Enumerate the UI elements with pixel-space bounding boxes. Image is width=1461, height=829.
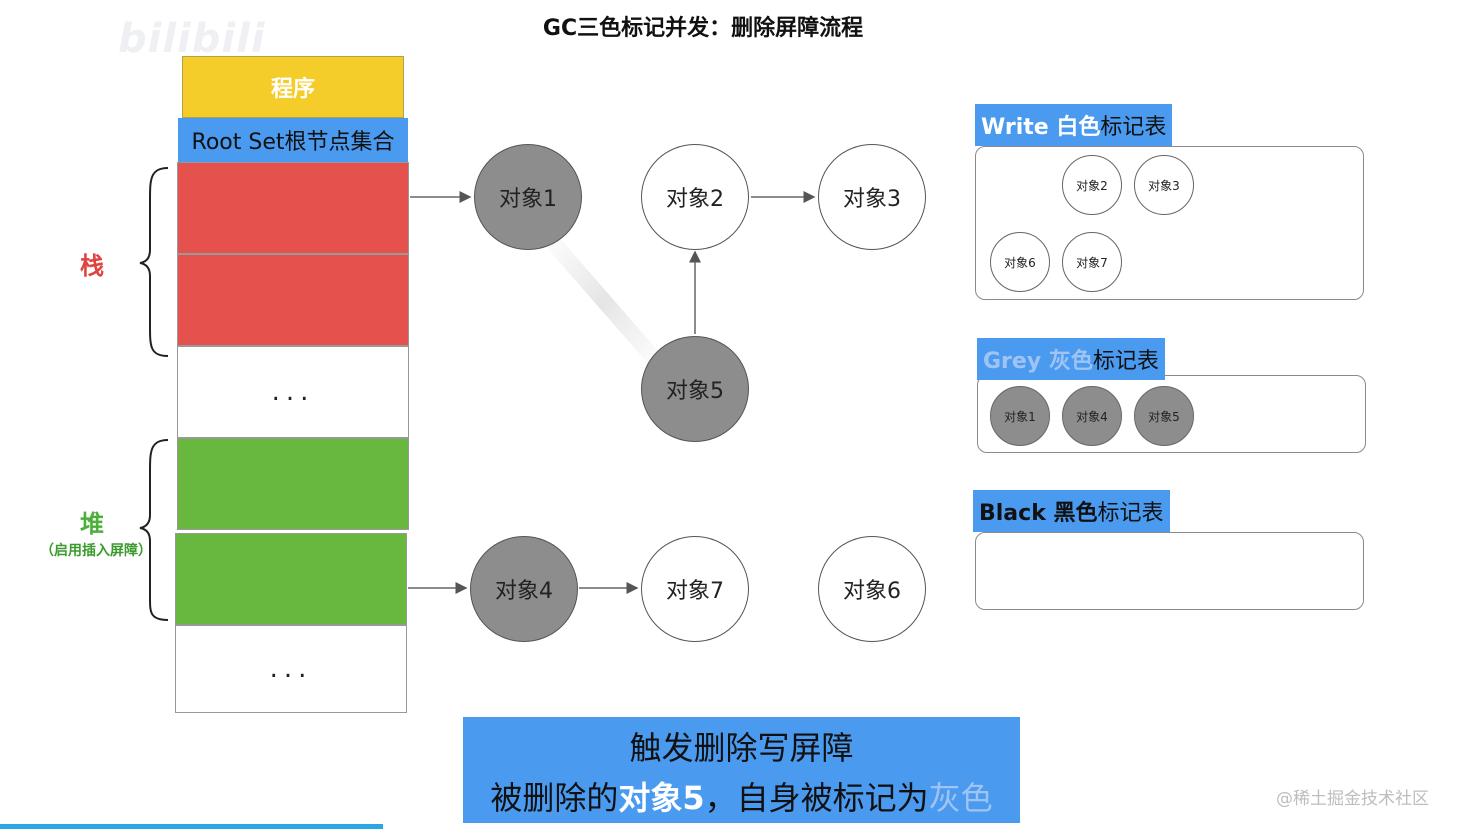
node-object3: 对象3 — [818, 144, 926, 250]
grey-table-label-en: Grey 灰色 — [983, 349, 1093, 374]
heap-cell-ellipsis: ... — [175, 625, 407, 713]
white-item: 对象2 — [1062, 155, 1122, 215]
stack-brace — [139, 167, 169, 357]
white-table-label-en: Write 白色 — [981, 115, 1101, 140]
heap-cell-2 — [175, 533, 407, 625]
grey-table-label: Grey 灰色标记表 — [977, 338, 1165, 380]
stack-label: 栈 — [80, 252, 104, 280]
rootset-label: Root Set根节点集合 — [178, 118, 408, 162]
caption-line2-color: 灰色 — [928, 779, 993, 817]
node-object5: 对象5 — [641, 336, 749, 442]
white-item: 对象7 — [1062, 232, 1122, 292]
caption-line2: 被删除的对象5，自身被标记为灰色 — [463, 773, 1020, 819]
grey-table-label-suffix: 标记表 — [1092, 349, 1159, 374]
bilibili-logo: bilibili — [118, 16, 266, 62]
stack-cell-ellipsis: ... — [177, 346, 409, 438]
node-object1: 对象1 — [474, 144, 582, 250]
deleted-reference-shadow — [548, 238, 660, 364]
caption-line2-object: 对象5 — [618, 779, 705, 817]
heap-cell-1 — [177, 438, 409, 530]
caption-box: 触发删除写屏障 被删除的对象5，自身被标记为灰色 — [463, 717, 1020, 823]
black-table-label-suffix: 标记表 — [1097, 501, 1164, 526]
white-table-label-suffix: 标记表 — [1100, 115, 1167, 140]
node-object6: 对象6 — [818, 536, 926, 642]
grey-item: 对象1 — [990, 386, 1050, 446]
white-item: 对象3 — [1134, 155, 1194, 215]
black-table-label: Black 黑色标记表 — [973, 490, 1170, 532]
video-progress-bar — [0, 824, 383, 829]
page-title: GC三色标记并发：删除屏障流程 — [542, 16, 864, 41]
caption-line1: 触发删除写屏障 — [629, 729, 854, 767]
caption-line2-c: ，自身被标记为 — [704, 779, 929, 817]
grey-item: 对象4 — [1062, 386, 1122, 446]
black-mark-table — [975, 532, 1364, 610]
node-object2: 对象2 — [641, 144, 749, 250]
black-table-label-en: Black 黑色 — [979, 501, 1098, 526]
heap-brace — [139, 439, 169, 621]
stack-cell-2 — [177, 254, 409, 346]
caption-line2-a: 被删除的 — [490, 779, 619, 817]
white-table-label: Write 白色标记表 — [975, 104, 1173, 146]
source-watermark: @稀土掘金技术社区 — [1276, 789, 1429, 809]
white-item: 对象6 — [990, 232, 1050, 292]
program-block: 程序 — [182, 56, 404, 118]
node-object4: 对象4 — [470, 536, 578, 642]
stack-cell-1 — [177, 162, 409, 254]
node-object7: 对象7 — [641, 536, 749, 642]
heap-label: 堆 — [80, 510, 104, 538]
heap-sublabel: （启用插入屏障） — [40, 543, 152, 559]
grey-item: 对象5 — [1134, 386, 1194, 446]
